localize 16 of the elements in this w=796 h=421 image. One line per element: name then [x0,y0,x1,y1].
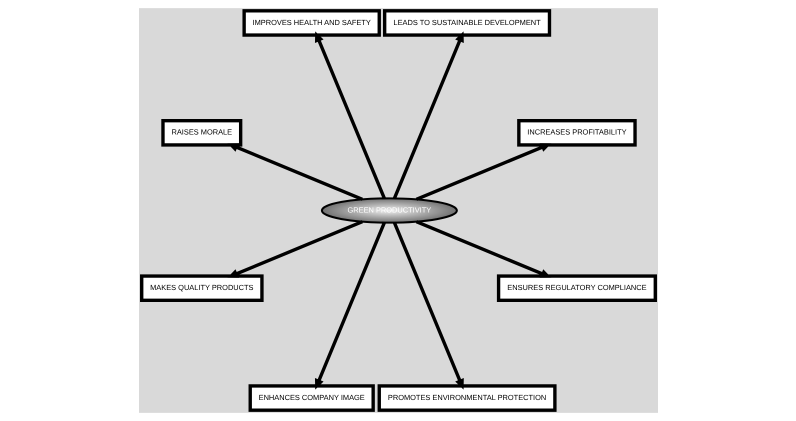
node-box: RAISES MORALE [160,118,242,147]
arrow [314,31,386,199]
node-box: IMPROVES HEALTH AND SAFETY [242,9,380,37]
node-box: INCREASES PROFITABILITY [516,118,636,147]
arrow [415,143,551,201]
arrow [415,220,551,278]
node-box: ENSURES REGULATORY COMPLIANCE [496,274,656,302]
node-box: PROMOTES ENVIRONMENTAL PROTECTION [377,384,556,412]
arrow [392,31,464,199]
arrow [226,220,362,278]
arrow [314,222,386,390]
arrow [392,222,464,390]
node-box: MAKES QUALITY PRODUCTS [140,274,264,302]
arrow [226,143,362,201]
node-box: LEADS TO SUSTAINABLE DEVELOPMENT [382,9,551,37]
node-box: ENHANCES COMPANY IMAGE [248,384,374,412]
